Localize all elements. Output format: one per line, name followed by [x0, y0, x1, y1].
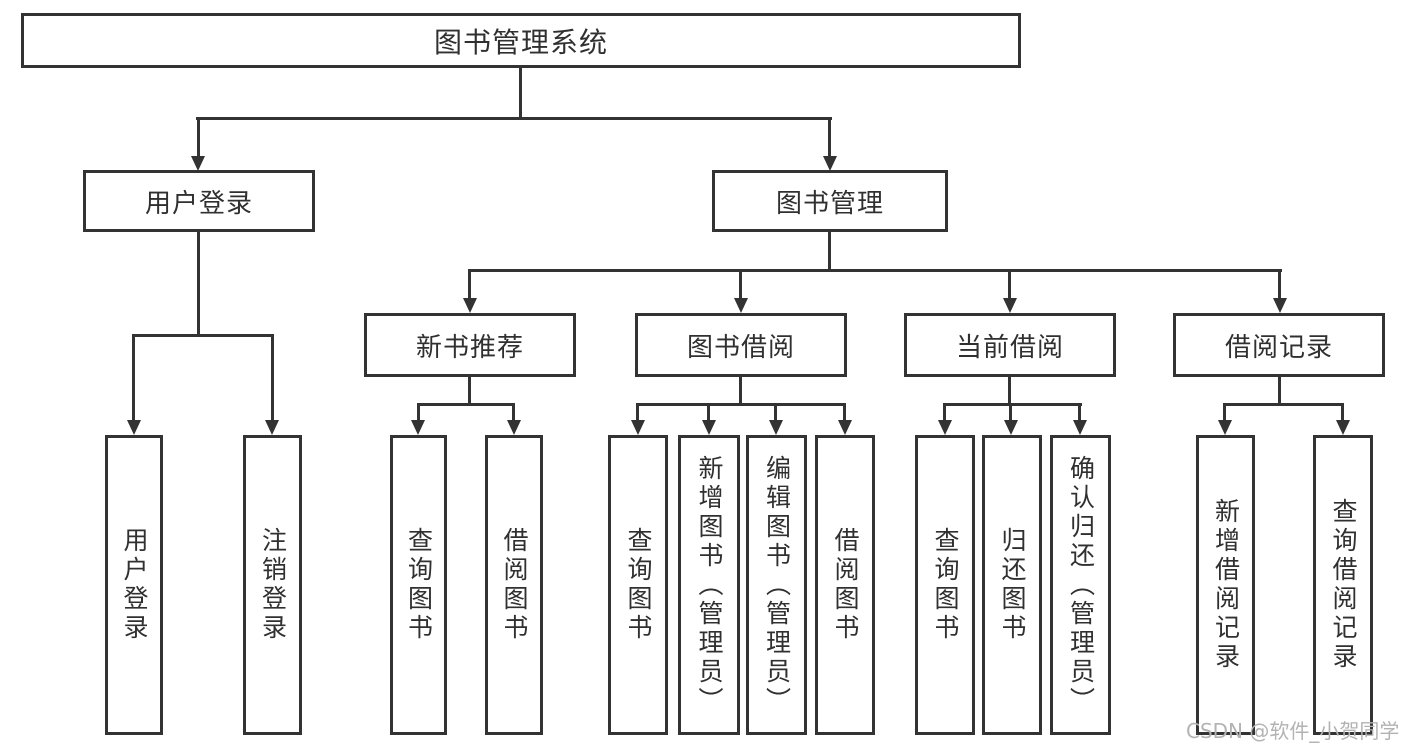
node-book-borrowing: 图书借阅	[635, 313, 847, 377]
node-user-login: 用户登录	[83, 170, 315, 232]
leaf-edit-books-admin: 编辑图书（管理员）	[746, 435, 807, 735]
arrow-down-icon	[938, 420, 952, 435]
connector-line	[469, 269, 1282, 272]
connector-line	[943, 403, 946, 422]
connector-line	[739, 377, 742, 406]
leaf-query-books-current: 查询图书	[915, 435, 975, 735]
arrow-down-icon	[1003, 298, 1017, 313]
connector-line	[519, 68, 522, 119]
leaf-query-books-borrowing: 查询图书	[608, 435, 668, 735]
arrow-down-icon	[1004, 420, 1018, 435]
leaf-return-books: 归还图书	[982, 435, 1042, 735]
arrow-down-icon	[1273, 298, 1287, 313]
leaf-add-borrow-record: 新增借阅记录	[1196, 435, 1255, 735]
arrow-down-icon	[265, 420, 279, 435]
connector-line	[707, 403, 710, 422]
connector-line	[133, 334, 274, 337]
connector-line	[1008, 269, 1011, 300]
arrow-down-icon	[702, 420, 716, 435]
connector-line	[843, 403, 846, 422]
connector-line	[1341, 403, 1344, 422]
connector-line	[943, 403, 1082, 406]
arrow-down-icon	[631, 420, 645, 435]
connector-line	[739, 269, 742, 300]
node-library-management-system: 图书管理系统	[21, 13, 1021, 68]
connector-line	[132, 334, 135, 422]
arrow-down-icon	[1073, 420, 1087, 435]
arrow-down-icon	[1218, 420, 1232, 435]
arrow-down-icon	[1336, 420, 1350, 435]
connector-line	[271, 334, 274, 422]
node-book-management: 图书管理	[712, 170, 948, 232]
connector-line	[468, 269, 471, 300]
arrow-down-icon	[127, 420, 141, 435]
connector-line	[774, 403, 777, 422]
connector-line	[636, 403, 639, 422]
leaf-confirm-return-admin: 确认归还（管理员）	[1050, 435, 1111, 735]
node-new-book-recommend: 新书推荐	[364, 313, 576, 377]
connector-line	[828, 232, 831, 272]
arrow-down-icon	[507, 420, 521, 435]
leaf-user-login: 用户登录	[105, 435, 163, 735]
connector-line	[512, 403, 515, 422]
connector-line	[1223, 403, 1226, 422]
arrow-down-icon	[823, 156, 837, 171]
node-borrowing-records: 借阅记录	[1173, 313, 1385, 377]
leaf-query-borrow-record: 查询借阅记录	[1313, 435, 1373, 735]
leaf-add-books-admin: 新增图书（管理员）	[678, 435, 740, 735]
connector-line	[1008, 377, 1011, 406]
leaf-borrow-books-recommend: 借阅图书	[485, 435, 543, 735]
arrow-down-icon	[463, 298, 477, 313]
connector-line	[1078, 403, 1081, 422]
leaf-logout: 注销登录	[243, 435, 302, 735]
csdn-watermark: CSDN @软件_小贺同学	[1186, 719, 1400, 743]
arrow-down-icon	[734, 298, 748, 313]
arrow-down-icon	[838, 420, 852, 435]
connector-line	[1278, 377, 1281, 406]
node-current-borrowing: 当前借阅	[904, 313, 1116, 377]
arrow-down-icon	[769, 420, 783, 435]
connector-line	[1223, 403, 1344, 406]
arrow-down-icon	[191, 156, 205, 171]
connector-line	[417, 403, 515, 406]
leaf-query-books-recommend: 查询图书	[390, 435, 447, 735]
connector-line	[417, 403, 420, 422]
connector-line	[197, 117, 200, 159]
connector-line	[197, 232, 200, 337]
connector-line	[1278, 269, 1281, 300]
connector-line	[1009, 403, 1012, 422]
arrow-down-icon	[411, 420, 425, 435]
connector-line	[828, 117, 831, 159]
connector-line	[468, 377, 471, 406]
connector-line	[196, 117, 832, 120]
leaf-borrow-books: 借阅图书	[815, 435, 875, 735]
connector-line	[636, 403, 846, 406]
